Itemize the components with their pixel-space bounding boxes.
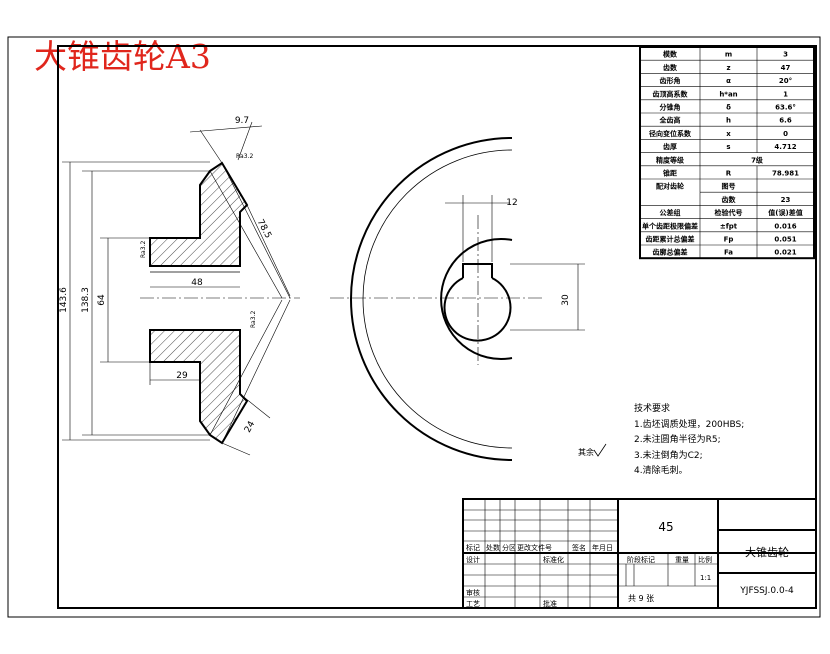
param-cell: 6.6	[779, 117, 792, 125]
tb-standard: 标准化	[543, 555, 564, 564]
inner-frame	[57, 45, 817, 609]
param-cell: 齿形角	[660, 76, 681, 85]
tb-material: 45	[658, 520, 673, 534]
dim-78-5: 78.5	[255, 218, 273, 240]
tb-part-name: 大锥齿轮	[745, 545, 789, 559]
param-cell: 0.016	[774, 222, 796, 230]
param-cell: 7级	[751, 155, 764, 164]
param-cell: m	[725, 51, 732, 59]
param-cell: 0	[783, 130, 788, 138]
param-cell: x	[726, 130, 731, 138]
param-table: 模数 m 3 齿数 z 47 齿形角 α 20° 齿顶高系数 h*an 1 分锥角 δ 63.6° 全齿高 h 6…	[639, 46, 815, 260]
section-upper	[149, 161, 249, 267]
param-cell: 配对齿轮	[656, 182, 684, 191]
param-cell: Fp	[724, 236, 734, 244]
roughness-1: Ra3.2	[236, 153, 253, 160]
param-cell: ±fpt	[720, 222, 738, 230]
param-cell: 齿厚	[663, 142, 677, 151]
param-cell: δ	[726, 104, 731, 112]
param-cell: α	[726, 77, 731, 85]
param-cell: 锥距	[662, 169, 677, 178]
title-block	[462, 498, 817, 609]
param-cell: 精度等级	[656, 155, 685, 164]
param-cell: 齿数	[663, 63, 678, 72]
param-cell: 齿数	[722, 195, 737, 204]
section-dimensions	[62, 121, 291, 456]
tb-approve: 批准	[543, 599, 557, 608]
tb-review: 审核	[466, 588, 480, 597]
tb-design: 设计	[466, 555, 480, 564]
notes-heading: 技术要求	[634, 404, 671, 414]
technical-notes: 技术要求 1.齿坯调质处理，200HBS; 2.未注圆角半径为R5; 3.未注倒…	[634, 402, 744, 480]
dim-29: 29	[176, 371, 188, 381]
title-block-text: 标记 处数 分区 更改文件号 签名 年月日 设计 标准化 审核 工艺 批准 阶段…	[466, 543, 712, 608]
param-cell: 4.712	[774, 143, 796, 151]
param-cell: 分锥角	[660, 103, 681, 112]
note-item-3: 3.未注倒角为C2;	[634, 450, 703, 461]
param-cell: 1	[783, 90, 788, 98]
dim-138: 138.3	[81, 287, 91, 313]
tb-col-1: 标记	[466, 543, 480, 552]
param-cell: 单个齿距极限偏差	[642, 221, 698, 230]
param-cell: 模数	[663, 50, 678, 59]
param-cell: 78.981	[772, 170, 799, 178]
param-cell: 齿顶高系数	[653, 89, 689, 98]
dim-64: 64	[97, 294, 107, 306]
param-cell: 齿距累计总偏差	[646, 235, 695, 244]
gear-front-view	[330, 137, 545, 461]
param-cell: 63.6°	[775, 104, 796, 112]
tb-process: 工艺	[466, 600, 480, 608]
front-dimensions	[445, 195, 585, 331]
dim-9-7: 9.7	[235, 116, 249, 126]
roughness-3: Ra3.2	[250, 311, 257, 328]
tb-col-5: 签名	[572, 543, 586, 552]
param-cell: 20°	[779, 77, 792, 85]
param-cell: z	[726, 64, 730, 72]
param-cell: Fa	[724, 249, 733, 257]
param-cell: 公差组	[660, 208, 681, 217]
param-cell: 0.021	[774, 249, 796, 257]
tb-col-6: 年月日	[592, 543, 613, 552]
note-item-2: 2.未注圆角半径为R5;	[634, 435, 721, 445]
gear-section-view	[140, 161, 300, 445]
tb-weight: 重量	[675, 556, 689, 564]
param-cell: 齿廓总偏差	[653, 248, 688, 257]
tb-col-4: 更改文件号	[517, 543, 552, 552]
roughness-2: Ra3.2	[140, 241, 147, 258]
dim-12: 12	[506, 198, 517, 208]
param-cell: 图号	[722, 182, 736, 191]
tb-col-3: 分区	[502, 543, 516, 552]
roughness-other-symbol	[593, 443, 607, 457]
param-cell: 径向变位系数	[649, 129, 692, 138]
param-cell: 3	[783, 51, 788, 59]
tb-sheets: 共 9 张	[628, 594, 654, 603]
param-cell: 检验代号	[715, 208, 743, 217]
tb-stage: 阶段标记	[627, 555, 655, 564]
tb-scale: 1:1	[700, 574, 711, 582]
roughness-other-label: 其余	[578, 448, 594, 457]
param-cell: s	[726, 143, 730, 151]
param-cell: h	[726, 117, 731, 125]
param-cell: 全齿高	[659, 116, 681, 125]
param-cell: 值(误)差值	[768, 208, 802, 217]
note-item-1: 1.齿坯调质处理，200HBS;	[634, 419, 745, 430]
section-lower	[149, 329, 249, 445]
note-item-4: 4.清除毛刺。	[634, 466, 688, 476]
dim-48: 48	[191, 278, 203, 288]
dim-143: 143.6	[59, 287, 69, 313]
dim-30: 30	[561, 294, 571, 306]
tb-col-2: 处数	[486, 543, 500, 552]
param-cell: 23	[781, 196, 791, 204]
outer-frame	[7, 36, 821, 618]
tb-drawing-no: YJFSSJ.0.0-4	[739, 586, 794, 596]
tb-scale-label: 比例	[698, 555, 712, 564]
param-cell: 0.051	[774, 236, 796, 244]
dim-24: 24	[243, 419, 257, 434]
param-cell: 47	[781, 64, 791, 72]
param-cell: R	[726, 170, 732, 178]
param-cell: h*an	[719, 90, 737, 98]
